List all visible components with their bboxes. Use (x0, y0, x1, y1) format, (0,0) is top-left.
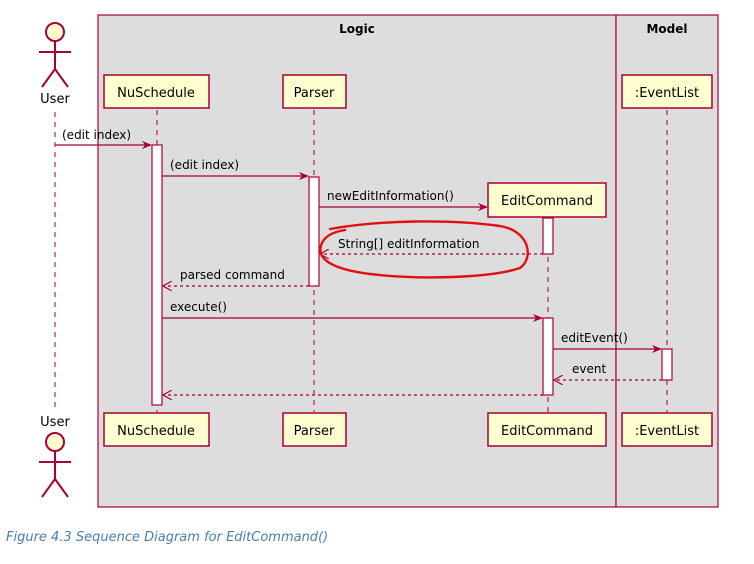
activation-parser (308, 176, 320, 287)
message-7: editEvent() (553, 331, 662, 353)
message-5-label: parsed command (180, 268, 285, 282)
participant-eventlist-bottom: :EventList (621, 412, 713, 447)
actor-user-top (39, 22, 71, 88)
message-1-label: (edit index) (62, 128, 131, 142)
activation-editcommand-1 (542, 217, 554, 255)
message-3-label: newEditInformation() (327, 189, 454, 203)
message-4-label: String[] editInformation (338, 237, 480, 251)
message-6-label: execute() (170, 300, 227, 314)
participant-parser-label: Parser (294, 86, 335, 101)
participant-editcommand-bottom: EditCommand (487, 412, 607, 447)
message-8-label: event (572, 362, 606, 376)
message-6: execute() (162, 300, 543, 322)
participant-nuschedule-bottom-label: NuSchedule (117, 424, 195, 439)
model-box-label: Model (646, 22, 687, 36)
participant-eventlist-bottom-label: :EventList (635, 424, 699, 439)
participant-eventlist-top: :EventList (621, 74, 713, 109)
activation-nuschedule (151, 144, 163, 406)
activations (151, 144, 673, 406)
message-1: (edit index) (55, 128, 152, 149)
participant-editcommand-bottom-label: EditCommand (501, 424, 593, 439)
participant-parser-top: Parser (282, 74, 347, 109)
participant-editcommand-created: EditCommand (487, 182, 607, 218)
actor-user-top-label: User (40, 92, 70, 107)
activation-editcommand-2 (542, 317, 554, 396)
message-2: (edit index) (162, 158, 309, 180)
message-5: parsed command (163, 268, 309, 286)
participant-editcommand-label: EditCommand (501, 194, 593, 209)
participant-nuschedule-bottom: NuSchedule (103, 412, 210, 447)
activation-eventlist (661, 348, 673, 381)
message-4: String[] editInformation (320, 237, 543, 254)
message-7-label: editEvent() (561, 331, 628, 345)
participant-nuschedule-label: NuSchedule (117, 86, 195, 101)
message-2-label: (edit index) (170, 158, 239, 172)
participant-parser-bottom-label: Parser (294, 424, 335, 439)
participant-eventlist-label: :EventList (635, 86, 699, 101)
actor-user-bottom (39, 432, 71, 498)
annotation-circle (319, 220, 529, 279)
logic-box-label: Logic (339, 22, 375, 36)
participant-parser-bottom: Parser (282, 412, 347, 447)
message-3: newEditInformation() (319, 189, 488, 211)
participant-nuschedule-top: NuSchedule (103, 74, 210, 109)
actor-user-bottom-label: User (40, 415, 70, 430)
figure-caption: Figure 4.3 Sequence Diagram for EditComm… (6, 530, 329, 545)
message-8: event (554, 362, 662, 380)
